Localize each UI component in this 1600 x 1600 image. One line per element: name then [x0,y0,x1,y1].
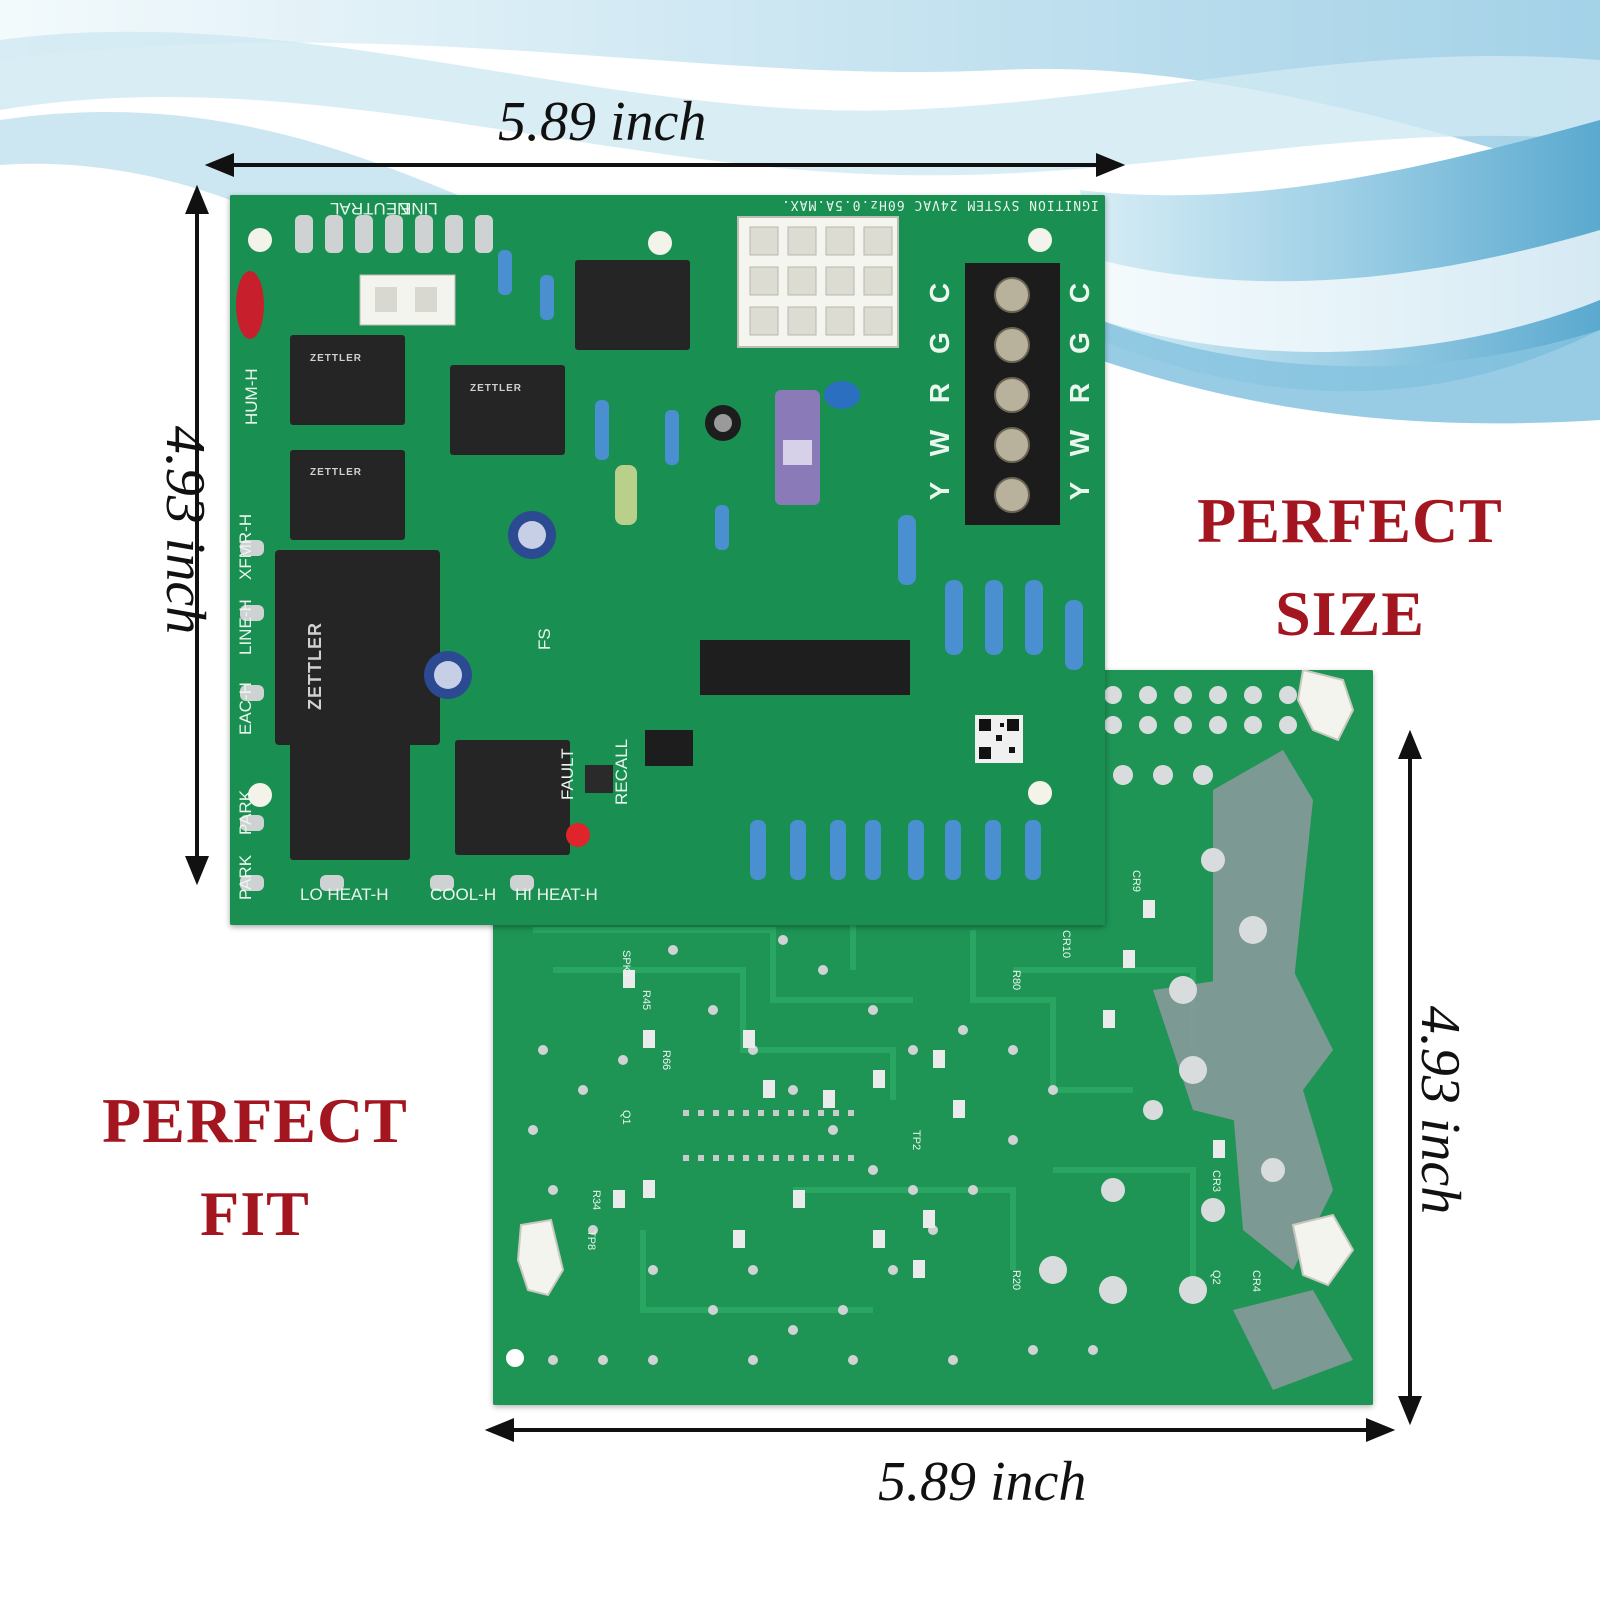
promo-perfect-fit: PERFECT FIT [70,1075,440,1261]
silk-label-park-2: PARK [236,854,255,900]
silk-label-fs: FS [535,628,554,650]
relay-brand-2: ZETTLER [470,383,522,394]
height-label-right: 4.93 inch [1409,1005,1471,1215]
width-label-bottom: 5.89 inch [878,1451,1087,1513]
svg-text:R34: R34 [590,1190,602,1210]
silk-label-line-h: LINE-H [236,599,255,655]
svg-text:TP2: TP2 [910,1130,922,1150]
pcb-front-side: WST19 AUTOMATIC IGNITION SYSTEM 24VAC 60… [230,195,1105,925]
silk-label-neutral: NEUTRAL [330,199,410,218]
relay-brand-1: ZETTLER [310,353,362,364]
width-label-top: 5.89 inch [498,91,707,153]
silk-label-eac: EAC-H [236,682,255,735]
svg-text:CR4: CR4 [1250,1270,1262,1292]
terminal-label-g-inner: G [924,332,955,354]
svg-text:Q2: Q2 [1210,1270,1222,1285]
silk-label-fault: FAULT [558,748,577,800]
silk-label-lo-heat: LO HEAT-H [300,885,389,904]
silk-label-cool: COOL-H [430,885,497,904]
svg-text:R80: R80 [1010,970,1022,990]
terminal-label-g-outer: G [1064,332,1095,354]
svg-text:SPK1: SPK1 [620,950,632,978]
terminal-label-w-outer: W [1064,429,1095,457]
terminal-label-r-outer: R [1064,382,1095,404]
silk-label-recall: RECALL [612,738,631,805]
promo-fit-line-1: PERFECT [102,1085,408,1156]
svg-text:Q1: Q1 [620,1110,632,1125]
terminal-label-w-inner: W [924,429,955,457]
promo-size-line-2: SIZE [1275,577,1425,649]
pcb-front-components [230,195,1105,925]
terminal-label-y-inner: Y [924,481,955,501]
svg-text:TP8: TP8 [585,1230,597,1250]
svg-text:CR3: CR3 [1210,1170,1222,1192]
svg-text:R20: R20 [1010,1270,1022,1290]
svg-text:R66: R66 [660,1050,672,1070]
promo-size-line-1: PERFECT [1197,485,1503,556]
pcb-back-traces: SPK1 R45 R66 Q1 R34 TP8 TP2 R20 R80 CR9 … [493,670,1373,1405]
silk-label-hum: HUM-H [242,368,261,425]
terminal-label-y-outer: Y [1064,481,1095,501]
promo-fit-line-2: FIT [200,1177,310,1249]
terminal-label-c-outer: C [1064,282,1095,304]
relay-brand-3: ZETTLER [310,467,362,478]
svg-text:CR9: CR9 [1130,870,1142,892]
svg-text:R45: R45 [640,990,652,1010]
silk-label-xfmr: XFMR-H [236,513,255,580]
terminal-label-c-inner: C [924,282,955,304]
svg-text:CR10: CR10 [1060,930,1072,958]
silk-label-park-1: PARK [236,789,255,835]
relay-brand-4: ZETTLER [305,622,325,710]
board-silkscreen-title: WST19 AUTOMATIC IGNITION SYSTEM 24VAC 60… [781,197,1105,212]
promo-perfect-size: PERFECT SIZE [1160,475,1540,661]
terminal-label-r-inner: R [924,382,955,404]
silk-label-hi-heat: HI HEAT-H [515,885,598,904]
height-label-left: 4.93 inch [154,425,216,635]
